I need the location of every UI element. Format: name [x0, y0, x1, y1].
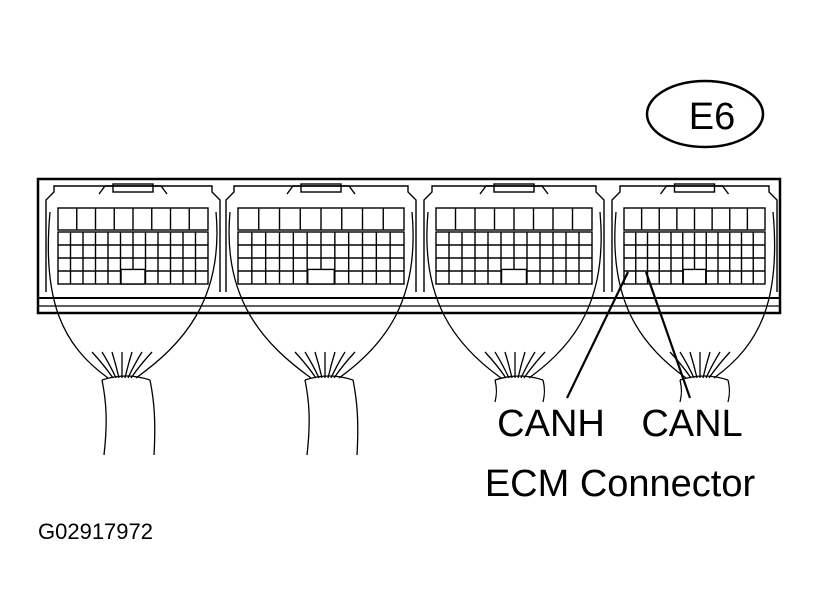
harness-outer-left: [426, 211, 502, 379]
harness-wire: [314, 351, 323, 379]
tube-left-edge: [494, 379, 498, 403]
wire-harness-2: [228, 211, 414, 456]
canh-leader-line: [566, 271, 629, 399]
tube-right-edge: [727, 379, 731, 403]
harness-wire: [91, 351, 114, 379]
tube-left-edge: [101, 379, 107, 456]
harness-outer-right: [135, 211, 218, 379]
tube-mouth: [679, 375, 729, 381]
latch-tab: [300, 183, 342, 193]
harness-wire: [127, 351, 143, 379]
latch-tab: [493, 183, 535, 193]
latch-tab: [112, 183, 154, 193]
harness-outer-left: [614, 211, 687, 379]
tube-left-edge: [304, 379, 310, 456]
harness-outer-left: [228, 211, 312, 379]
harness-wire: [494, 351, 510, 379]
connector-block-1: [45, 183, 221, 292]
harness-wire: [520, 351, 536, 379]
tube-mouth: [494, 375, 544, 381]
tube-left-edge: [679, 379, 683, 403]
keying-slot: [120, 268, 146, 285]
block-latch: [479, 185, 549, 195]
connector-housing: [36, 177, 782, 315]
harness-wire: [669, 351, 692, 379]
harness-wire: [330, 351, 346, 379]
harness-wire: [124, 351, 133, 379]
connector-block-2: [225, 183, 417, 292]
harness-wire: [705, 351, 721, 379]
harness-wire: [679, 351, 695, 379]
wire-harnesses: [47, 211, 776, 456]
tube-right-edge: [149, 379, 156, 456]
canh-label: CANH: [497, 403, 605, 445]
harness-outer-right: [338, 211, 414, 379]
connector-block-4: [611, 183, 778, 292]
diagram-caption: ECM Connector: [485, 463, 756, 505]
wire-harness-1: [47, 211, 218, 456]
keying-slot: [500, 268, 528, 285]
harness-wire: [327, 351, 336, 379]
harness-wire: [504, 351, 513, 379]
tube-mouth: [101, 375, 151, 381]
block-latch: [659, 185, 730, 195]
tube-right-edge: [542, 379, 546, 403]
tube-mouth: [304, 375, 354, 381]
keying-slot: [682, 268, 707, 285]
harness-wire: [294, 351, 317, 379]
tube-right-edge: [352, 379, 359, 456]
connector-blocks: [45, 183, 778, 292]
connector-id: E6: [689, 96, 735, 138]
connector-id-bubble: E6: [645, 79, 765, 149]
block-latch: [286, 185, 356, 195]
harness-wire: [484, 351, 507, 379]
harness-wire: [111, 351, 120, 379]
harness-outer-right: [528, 211, 602, 379]
canl-leader-line: [644, 271, 692, 399]
latch-tab: [673, 183, 716, 193]
harness-wire: [101, 351, 117, 379]
harness-wire: [304, 351, 320, 379]
connector-block-3: [423, 183, 605, 292]
harness-wire: [702, 351, 711, 379]
pin-leader-lines: [566, 271, 692, 399]
keying-slot: [307, 268, 335, 285]
harness-wire: [517, 351, 526, 379]
figure-code: G02917972: [38, 519, 153, 544]
block-latch: [98, 185, 168, 195]
harness-outer-left: [47, 211, 109, 379]
canl-label: CANL: [641, 403, 742, 445]
harness-outer-right: [713, 211, 776, 379]
harness-wire: [689, 351, 698, 379]
wire-harness-3: [426, 211, 602, 403]
